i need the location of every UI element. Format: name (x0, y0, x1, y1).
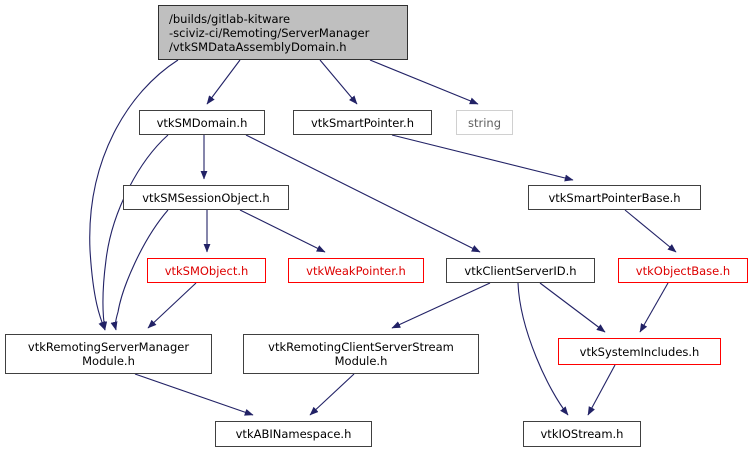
graph-edge-smsessionobject-to-weakpointer (239, 209, 326, 253)
graph-node-systemincludes[interactable]: vtkSystemIncludes.h (558, 338, 721, 365)
graph-edge-root-to-string (369, 59, 479, 105)
graph-node-label: vtkSmartPointer.h (310, 115, 414, 130)
graph-edge-clientserverid-to-rcssmodule (391, 282, 491, 329)
graph-node-label: vtkSMSessionObject.h (142, 190, 270, 205)
graph-node-label: /builds/gitlab-kitware -sciviz-ci/Remoti… (169, 11, 370, 54)
graph-edge-systemincludes-to-iostream (587, 364, 616, 416)
graph-node-smartpointerbase[interactable]: vtkSmartPointerBase.h (528, 185, 701, 210)
graph-edge-smobject-to-rsmmodule (147, 282, 197, 329)
graph-node-label: vtkObjectBase.h (635, 263, 731, 278)
graph-edge-root-to-smdomain (206, 59, 241, 105)
graph-node-smartpointer[interactable]: vtkSmartPointer.h (293, 110, 432, 135)
graph-node-label: string (467, 115, 501, 130)
graph-node-label: vtkSmartPointerBase.h (548, 190, 681, 205)
graph-node-string[interactable]: string (456, 110, 513, 135)
graph-node-label: vtkABINamespace.h (235, 427, 352, 441)
graph-edge-clientserverid-to-iostream (517, 282, 569, 416)
graph-edge-root-to-rsmmodule (89, 59, 179, 331)
graph-edge-rcssmodule-to-abinamespace (309, 373, 355, 416)
graph-edge-smdomain-to-clientserverid (245, 134, 481, 253)
graph-node-weakpointer[interactable]: vtkWeakPointer.h (288, 258, 424, 283)
graph-node-label: vtkRemotingClientServerStream Module.h (268, 340, 454, 368)
graph-edge-clientserverid-to-systemincludes (539, 282, 606, 333)
graph-node-label: vtkSMObject.h (164, 263, 249, 278)
graph-edge-root-to-smartpointer (319, 59, 358, 105)
graph-node-rcssmodule[interactable]: vtkRemotingClientServerStream Module.h (243, 334, 479, 374)
graph-node-objectbase[interactable]: vtkObjectBase.h (618, 258, 748, 283)
graph-edge-smsessionobject-to-rsmmodule (110, 209, 169, 331)
graph-node-label: vtkIOStream.h (540, 427, 624, 441)
graph-node-label: vtkSMDomain.h (156, 115, 248, 130)
graph-node-clientserverid[interactable]: vtkClientServerID.h (446, 258, 595, 283)
graph-node-label: vtkSystemIncludes.h (579, 344, 700, 359)
graph-edge-smartpointerbase-to-objectbase (624, 209, 677, 253)
graph-node-smobject[interactable]: vtkSMObject.h (147, 258, 266, 283)
graph-node-smsessionobject[interactable]: vtkSMSessionObject.h (123, 185, 289, 210)
graph-edge-smartpointer-to-smartpointerbase (391, 134, 574, 182)
graph-node-root[interactable]: /builds/gitlab-kitware -sciviz-ci/Remoti… (158, 5, 408, 60)
graph-edge-smdomain-to-rsmmodule (100, 134, 169, 331)
graph-node-label: vtkClientServerID.h (464, 263, 577, 278)
graph-node-label: vtkRemotingServerManager Module.h (27, 340, 190, 368)
graph-edge-objectbase-to-systemincludes (639, 282, 669, 333)
graph-node-smdomain[interactable]: vtkSMDomain.h (139, 110, 265, 135)
graph-node-rsmmodule[interactable]: vtkRemotingServerManager Module.h (5, 334, 212, 374)
graph-node-abinamespace[interactable]: vtkABINamespace.h (215, 421, 372, 447)
graph-node-iostream[interactable]: vtkIOStream.h (523, 421, 641, 447)
graph-node-label: vtkWeakPointer.h (306, 263, 406, 278)
graph-edge-rsmmodule-to-abinamespace (134, 373, 254, 416)
